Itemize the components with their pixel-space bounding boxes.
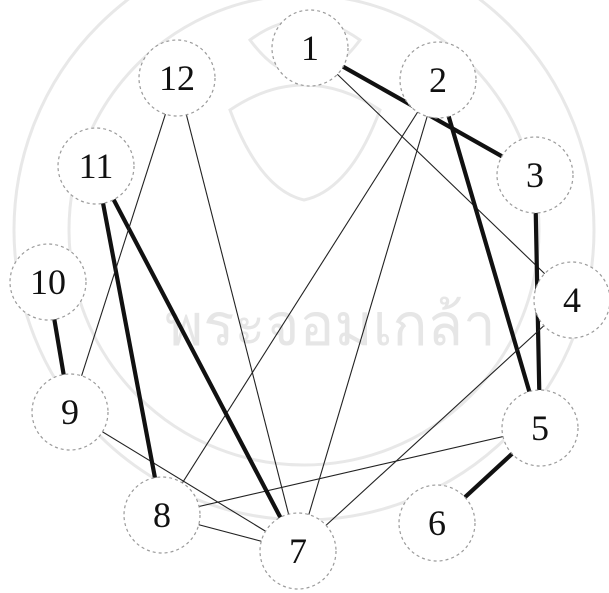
node-label: 8: [153, 495, 171, 535]
node-6: 6: [399, 485, 475, 561]
edge-9-12: [70, 78, 177, 412]
node-12: 12: [139, 40, 215, 116]
node-3: 3: [497, 137, 573, 213]
node-1: 1: [272, 10, 348, 86]
node-7: 7: [260, 513, 336, 589]
node-label: 11: [79, 146, 114, 186]
watermark-text: พระจอมเกล้า: [165, 291, 496, 359]
node-label: 10: [30, 262, 66, 302]
node-label: 6: [428, 503, 446, 543]
node-11: 11: [58, 128, 134, 204]
node-9: 9: [32, 374, 108, 450]
node-5: 5: [502, 390, 578, 466]
node-label: 1: [301, 28, 319, 68]
node-label: 3: [526, 155, 544, 195]
node-8: 8: [124, 477, 200, 553]
node-label: 12: [159, 58, 195, 98]
node-label: 2: [429, 60, 447, 100]
node-4: 4: [534, 262, 609, 338]
node-label: 9: [61, 392, 79, 432]
node-label: 7: [289, 531, 307, 571]
node-10: 10: [10, 244, 86, 320]
node-label: 4: [563, 280, 581, 320]
node-label: 5: [531, 408, 549, 448]
node-2: 2: [400, 42, 476, 118]
